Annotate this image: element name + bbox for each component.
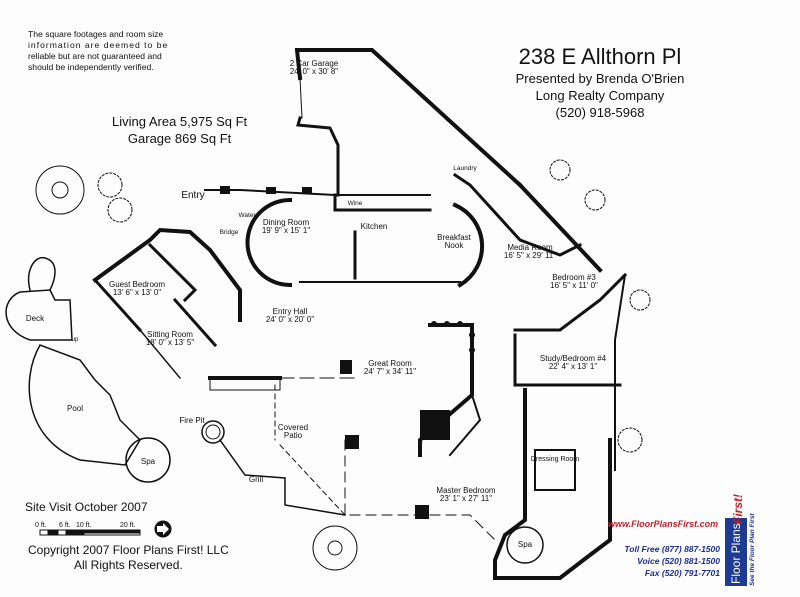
site-visit-date: Site Visit October 2007 [25, 500, 148, 514]
scale-label-6: 6 ft. [59, 522, 71, 529]
landscape-trees [35, 159, 651, 571]
guest-wing-walls [92, 227, 242, 322]
room-fire-pit: Fire Pit [179, 416, 205, 425]
floor-plans-first-logo: Floor Plans First! See the Floor Plan Fi… [725, 494, 757, 588]
room-laundry: Laundry [453, 165, 477, 172]
website-link[interactable]: www.FloorPlansFirst.com [608, 519, 719, 529]
fax-number: Fax (520) 791-7701 [644, 568, 720, 578]
room-bridge: Bridge [219, 229, 239, 236]
room-water: Water [238, 212, 256, 219]
company: Long Realty Company [535, 88, 665, 103]
scale-label-0: 0 ft. [35, 522, 47, 529]
scale-label-10: 10 ft. [76, 522, 92, 529]
agent-phone: (520) 918-5968 [555, 105, 645, 120]
toll-free-phone: Toll Free (877) 887-1500 [624, 544, 720, 554]
garage-walls [294, 48, 523, 188]
room-deck: Deck [25, 314, 45, 323]
room-pool: Pool [66, 404, 84, 413]
room-wine: Wine [347, 200, 363, 207]
presenter: Presented by Brenda O'Brien [515, 71, 685, 86]
room-dressing: Dressing Room [530, 456, 580, 463]
stairs-up-label: up [71, 337, 79, 343]
pool-outline [28, 344, 141, 466]
master-walls [493, 388, 612, 580]
scale-bar [39, 529, 141, 536]
room-grill: Grill [248, 475, 264, 484]
room-kitchen: Kitchen [360, 222, 388, 231]
scale-label-20: 20 ft. [120, 522, 136, 529]
voice-phone: Voice (520) 881-1500 [637, 556, 720, 566]
property-address: 238 E Allthorn Pl [518, 44, 682, 69]
room-spa-master: Spa [517, 540, 533, 549]
east-diagonal-wall [517, 182, 603, 273]
room-entry: Entry [181, 190, 205, 201]
room-spa-pool: Spa [140, 457, 156, 466]
